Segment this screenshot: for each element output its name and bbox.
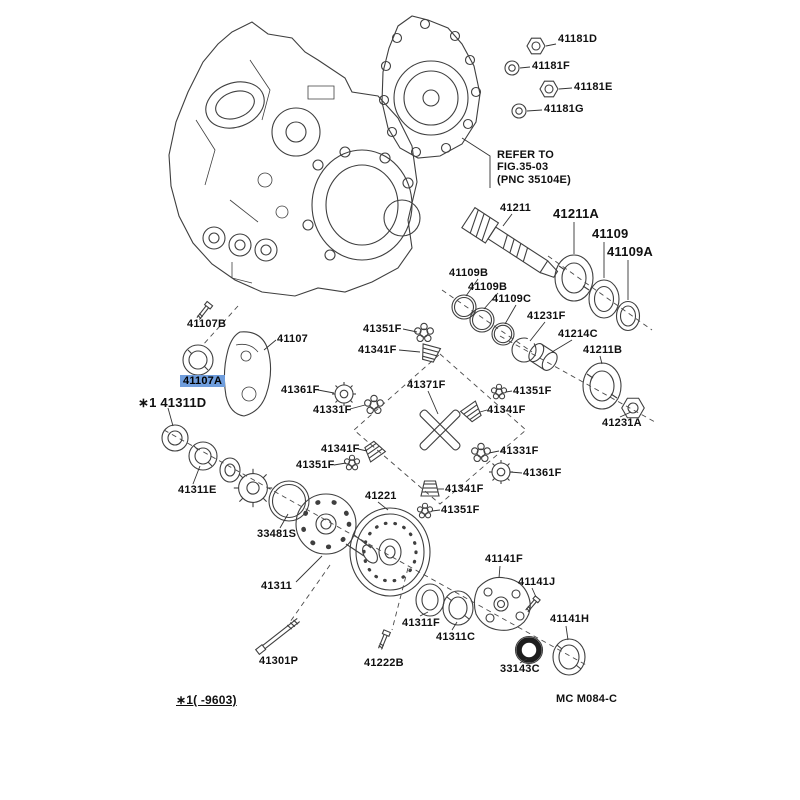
part-label-41141H[interactable]: 41141H bbox=[550, 613, 590, 625]
part-label-41341F[interactable]: 41341F bbox=[358, 344, 397, 356]
part-label-41361F[interactable]: 41361F bbox=[523, 467, 562, 479]
part-label-41109B[interactable]: 41109B bbox=[449, 267, 489, 279]
part-label-41351F[interactable]: 41351F bbox=[513, 385, 552, 397]
part-label-41107B[interactable]: 41107B bbox=[187, 318, 227, 330]
part-label-41311F[interactable]: 41311F bbox=[402, 617, 440, 629]
footnote-date-range: ∗1( -9603) bbox=[176, 693, 237, 707]
o-rings-drawing bbox=[452, 295, 514, 345]
spider-gears-drawing bbox=[331, 322, 514, 519]
part-label-41331F[interactable]: 41331F bbox=[313, 404, 352, 416]
part-label-41371F[interactable]: 41371F bbox=[407, 379, 446, 391]
part-label-41107A-highlighted[interactable]: 41107A bbox=[180, 375, 226, 388]
part-label-41214C[interactable]: 41214C bbox=[558, 328, 598, 340]
part-label-41231F[interactable]: 41231F bbox=[527, 310, 566, 322]
leader-lines bbox=[168, 44, 631, 663]
part-label-41311[interactable]: 41311 bbox=[261, 580, 292, 592]
part-label-41141J[interactable]: 41141J bbox=[518, 576, 556, 588]
part-label-41341F[interactable]: 41341F bbox=[487, 404, 526, 416]
catalog-code: MC M084-C bbox=[556, 693, 618, 705]
bearing-chain-drawing bbox=[555, 255, 640, 331]
part-label-41109B[interactable]: 41109B bbox=[468, 281, 508, 293]
part-label-41221[interactable]: 41221 bbox=[365, 490, 397, 502]
part-label-41141F[interactable]: 41141F bbox=[485, 553, 523, 565]
part-label-41211A[interactable]: 41211A bbox=[553, 206, 600, 221]
transaxle-case-drawing bbox=[169, 22, 420, 296]
part-label-41222B[interactable]: 41222B bbox=[364, 657, 404, 669]
bearing-retainer-drawing bbox=[183, 300, 271, 416]
part-label-41109[interactable]: 41109 bbox=[592, 226, 629, 241]
part-label-41211B[interactable]: 41211B bbox=[583, 344, 623, 356]
left-diff-chain-drawing bbox=[162, 425, 430, 596]
part-label-41181E[interactable]: 41181E bbox=[574, 81, 613, 93]
side-cover-drawing bbox=[380, 16, 491, 188]
part-label-41311D[interactable]: ∗1 41311D bbox=[138, 395, 207, 410]
part-label-41181G[interactable]: 41181G bbox=[544, 103, 584, 115]
part-label-41351F[interactable]: 41351F bbox=[441, 504, 480, 516]
bottom-right-chain-drawing bbox=[416, 577, 585, 675]
assembly-axis-lines bbox=[164, 256, 655, 666]
part-label-41107[interactable]: 41107 bbox=[277, 333, 308, 345]
part-label-41109C[interactable]: 41109C bbox=[492, 293, 532, 305]
part-label-41341F[interactable]: 41341F bbox=[321, 443, 360, 455]
part-label-41361F[interactable]: 41361F bbox=[281, 384, 320, 396]
part-label-41341F[interactable]: 41341F bbox=[445, 483, 484, 495]
part-label-33481S[interactable]: 33481S bbox=[257, 528, 297, 540]
refer-note: REFER TO FIG.35-03 (PNC 35104E) bbox=[497, 149, 571, 186]
bottom-bolts-drawing bbox=[256, 618, 391, 655]
part-label-41331F[interactable]: 41331F bbox=[500, 445, 539, 457]
part-label-41231A[interactable]: 41231A bbox=[602, 417, 642, 429]
part-label-41181F[interactable]: 41181F bbox=[532, 60, 570, 72]
part-label-41351F[interactable]: 41351F bbox=[296, 459, 335, 471]
part-label-41311C[interactable]: 41311C bbox=[436, 631, 476, 643]
part-label-41301P[interactable]: 41301P bbox=[259, 655, 299, 667]
part-label-41351F[interactable]: 41351F bbox=[363, 323, 402, 335]
part-label-41109A[interactable]: 41109A bbox=[607, 244, 654, 259]
part-label-41311E[interactable]: 41311E bbox=[178, 484, 217, 496]
part-label-41181D[interactable]: 41181D bbox=[558, 33, 598, 45]
part-label-41211[interactable]: 41211 bbox=[500, 202, 531, 214]
part-label-33143C[interactable]: 33143C bbox=[500, 663, 540, 675]
